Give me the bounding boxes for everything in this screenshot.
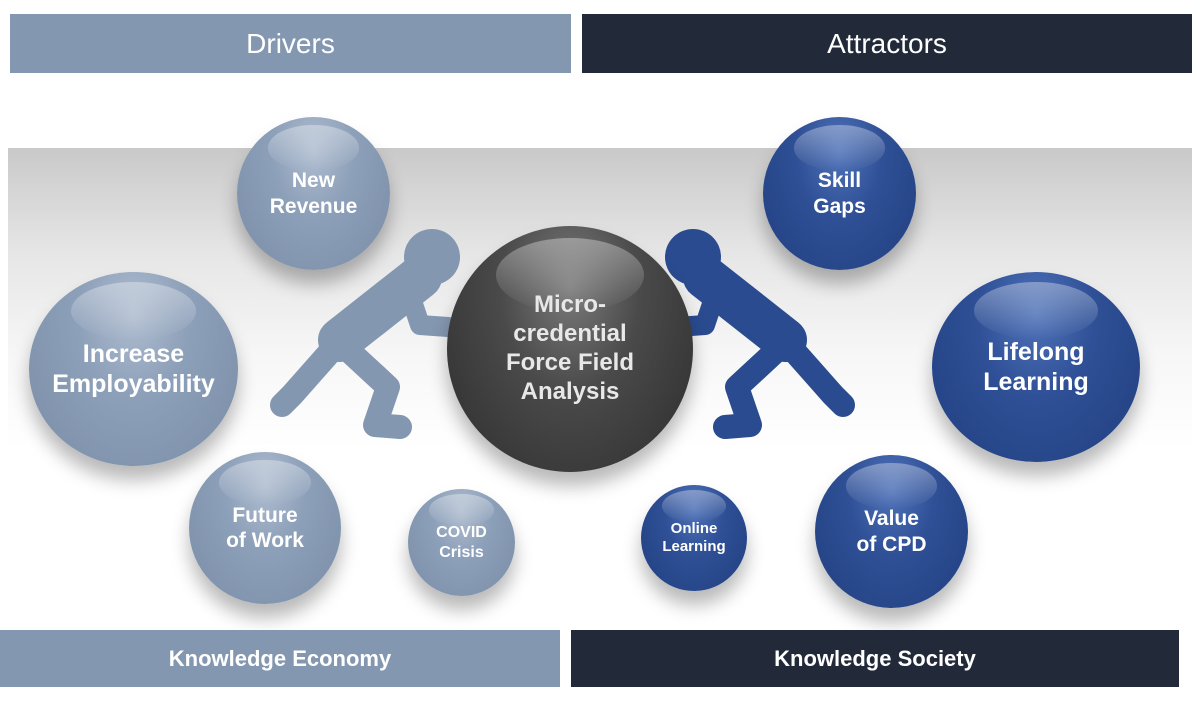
gloss-highlight (845, 462, 938, 509)
attractors-header-label: Attractors (827, 27, 947, 59)
gloss-highlight (70, 281, 197, 340)
center-force-field-bubble: Micro- credential Force Field Analysis (447, 226, 693, 472)
attractor-bubble-lifelong-learning: Lifelong Learning (932, 272, 1140, 462)
attractor-label: Lifelong Learning (983, 338, 1089, 396)
attractors-header: Attractors (582, 14, 1192, 73)
knowledge-society-footer: Knowledge Society (571, 630, 1179, 687)
knowledge-economy-footer: Knowledge Economy (0, 630, 560, 687)
gloss-highlight (793, 124, 886, 171)
driver-label: New Revenue (269, 169, 358, 218)
left-pushing-figure-icon (270, 229, 460, 439)
driver-bubble-increase-employability: Increase Employability (29, 272, 238, 466)
driver-label: COVID Crisis (436, 524, 487, 561)
attractor-label: Skill Gaps (813, 169, 866, 218)
attractor-bubble-skill-gaps: Skill Gaps (763, 117, 916, 270)
attractor-bubble-online-learning: Online Learning (641, 485, 747, 591)
gloss-highlight (429, 494, 494, 527)
gloss-highlight (662, 490, 726, 523)
driver-bubble-future-of-work: Future of Work (189, 452, 341, 604)
knowledge-society-label: Knowledge Society (774, 645, 976, 671)
attractor-label: Value of CPD (856, 507, 927, 556)
gloss-highlight (267, 124, 360, 171)
drivers-header-label: Drivers (246, 27, 335, 59)
gloss-highlight (973, 281, 1099, 339)
attractor-bubble-value-of-cpd: Value of CPD (815, 455, 968, 608)
driver-label: Future of Work (226, 503, 304, 552)
knowledge-economy-label: Knowledge Economy (168, 645, 392, 671)
driver-label: Increase Employability (52, 340, 215, 398)
drivers-header: Drivers (10, 14, 571, 73)
center-label: Micro- credential Force Field Analysis (505, 291, 635, 405)
attractor-label: Online Learning (662, 520, 726, 555)
right-pushing-figure-icon (665, 229, 855, 439)
gloss-highlight (219, 459, 311, 506)
driver-bubble-new-revenue: New Revenue (237, 117, 390, 270)
driver-bubble-covid-crisis: COVID Crisis (408, 489, 515, 596)
